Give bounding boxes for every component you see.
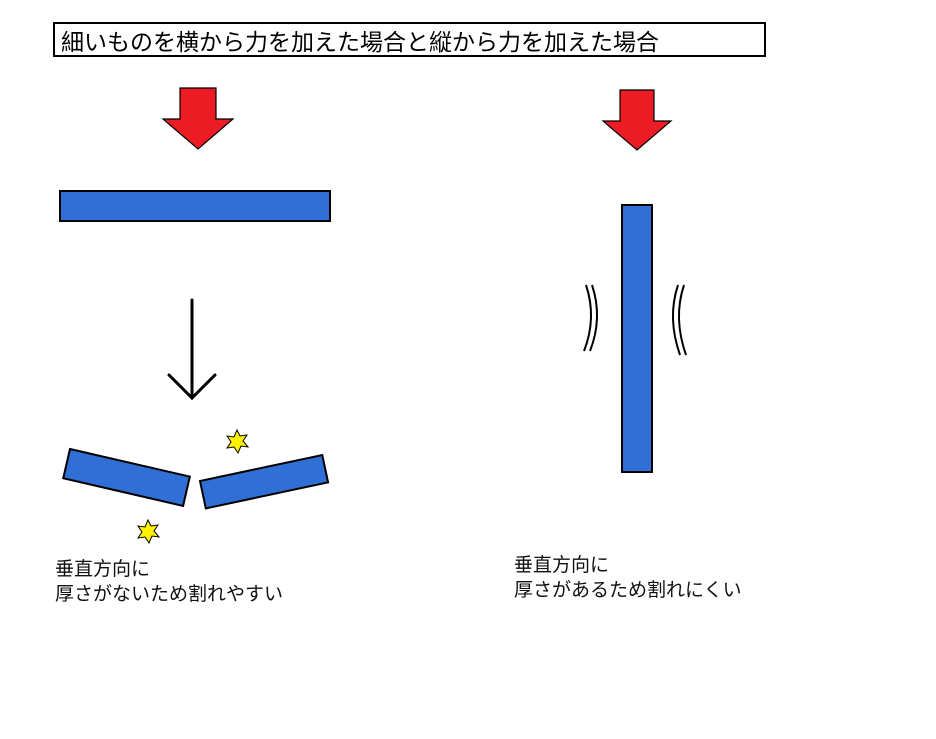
broken-piece-right bbox=[198, 453, 330, 510]
right-caption-line1: 垂直方向に bbox=[514, 554, 610, 576]
down-arrow-icon bbox=[167, 298, 217, 401]
left-caption: 垂直方向に 厚さがないため割れやすい bbox=[55, 557, 283, 607]
left-caption-line2: 厚さがないため割れやすい bbox=[55, 583, 284, 605]
spark-icon-lower bbox=[136, 518, 161, 545]
vibration-icon-left bbox=[583, 284, 599, 352]
force-arrow-icon-right bbox=[601, 89, 673, 151]
force-arrow-icon-left bbox=[161, 87, 235, 150]
spark-icon-upper bbox=[225, 428, 250, 455]
vibration-icon-right bbox=[671, 284, 687, 356]
vertical-bar bbox=[621, 204, 653, 473]
broken-piece-left bbox=[62, 447, 192, 508]
horizontal-bar bbox=[59, 190, 331, 222]
right-caption-line2: 厚さがあるため割れにくい bbox=[514, 579, 742, 601]
left-caption-line1: 垂直方向に bbox=[55, 558, 151, 580]
right-caption: 垂直方向に 厚さがあるため割れにくい bbox=[514, 553, 742, 603]
diagram-title: 細いものを横から力を加えた場合と縦から力を加えた場合 bbox=[53, 22, 766, 57]
